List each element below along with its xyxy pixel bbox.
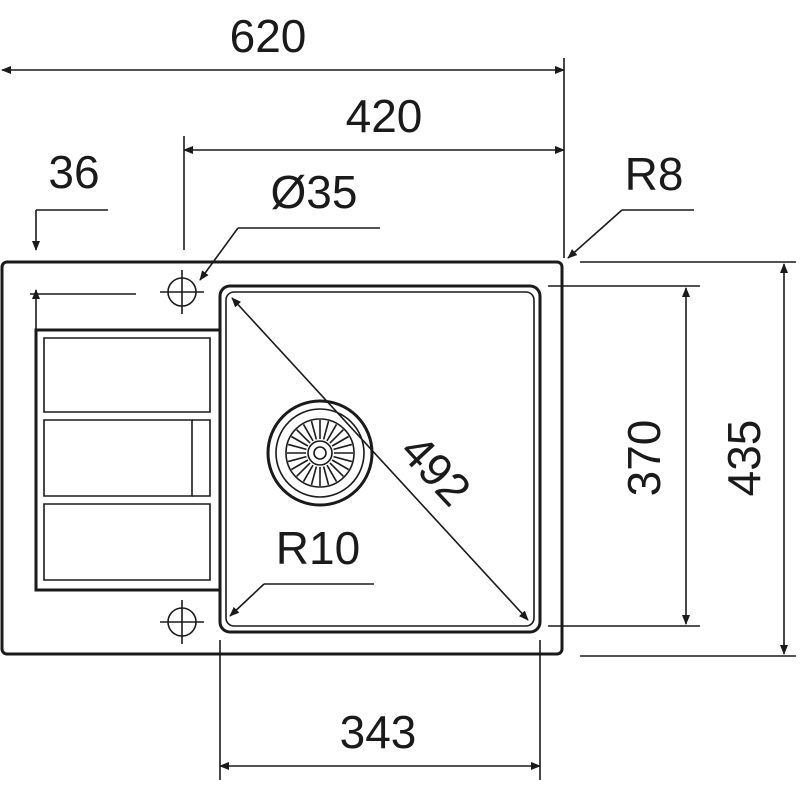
dimension-outer-radius: R8: [567, 148, 694, 259]
drain-rib: [333, 443, 353, 451]
tap-hole-bottom: [160, 600, 204, 644]
tap-hole-top: [160, 270, 204, 314]
drain-rib: [310, 466, 318, 486]
label-620: 620: [230, 10, 307, 62]
label-435: 435: [718, 420, 770, 497]
dimension-bowl-area-width: 420: [183, 90, 565, 250]
dimension-bowl-radius: R10: [229, 522, 374, 617]
dimension-bowl-depth: 370: [548, 285, 700, 627]
label-r10: R10: [276, 522, 360, 574]
dimension-drainer-offset: 36: [30, 146, 136, 330]
dimension-overall-depth: 435: [580, 261, 796, 657]
dimension-bowl-width: 343: [219, 640, 541, 780]
bowl-inner-outline: [225, 291, 535, 627]
drain-rib: [287, 443, 307, 451]
label-36: 36: [48, 146, 99, 198]
drain-rib: [310, 420, 318, 440]
label-r8: R8: [625, 148, 684, 200]
label-492: 492: [391, 424, 481, 516]
drain-rib: [322, 466, 330, 486]
dimension-tap-hole: Ø35: [199, 166, 380, 281]
drain-rib: [333, 455, 353, 463]
drain-rib: [322, 420, 330, 440]
drain-rib: [287, 455, 307, 463]
drainer-area: [34, 328, 222, 592]
dimension-overall-width: 620: [1, 10, 565, 258]
label-420: 420: [346, 90, 423, 142]
sink-outline: [0, 260, 564, 656]
label-d35: Ø35: [271, 166, 358, 218]
drain-strainer: [266, 399, 374, 507]
label-343: 343: [340, 706, 417, 758]
label-370: 370: [618, 420, 670, 497]
